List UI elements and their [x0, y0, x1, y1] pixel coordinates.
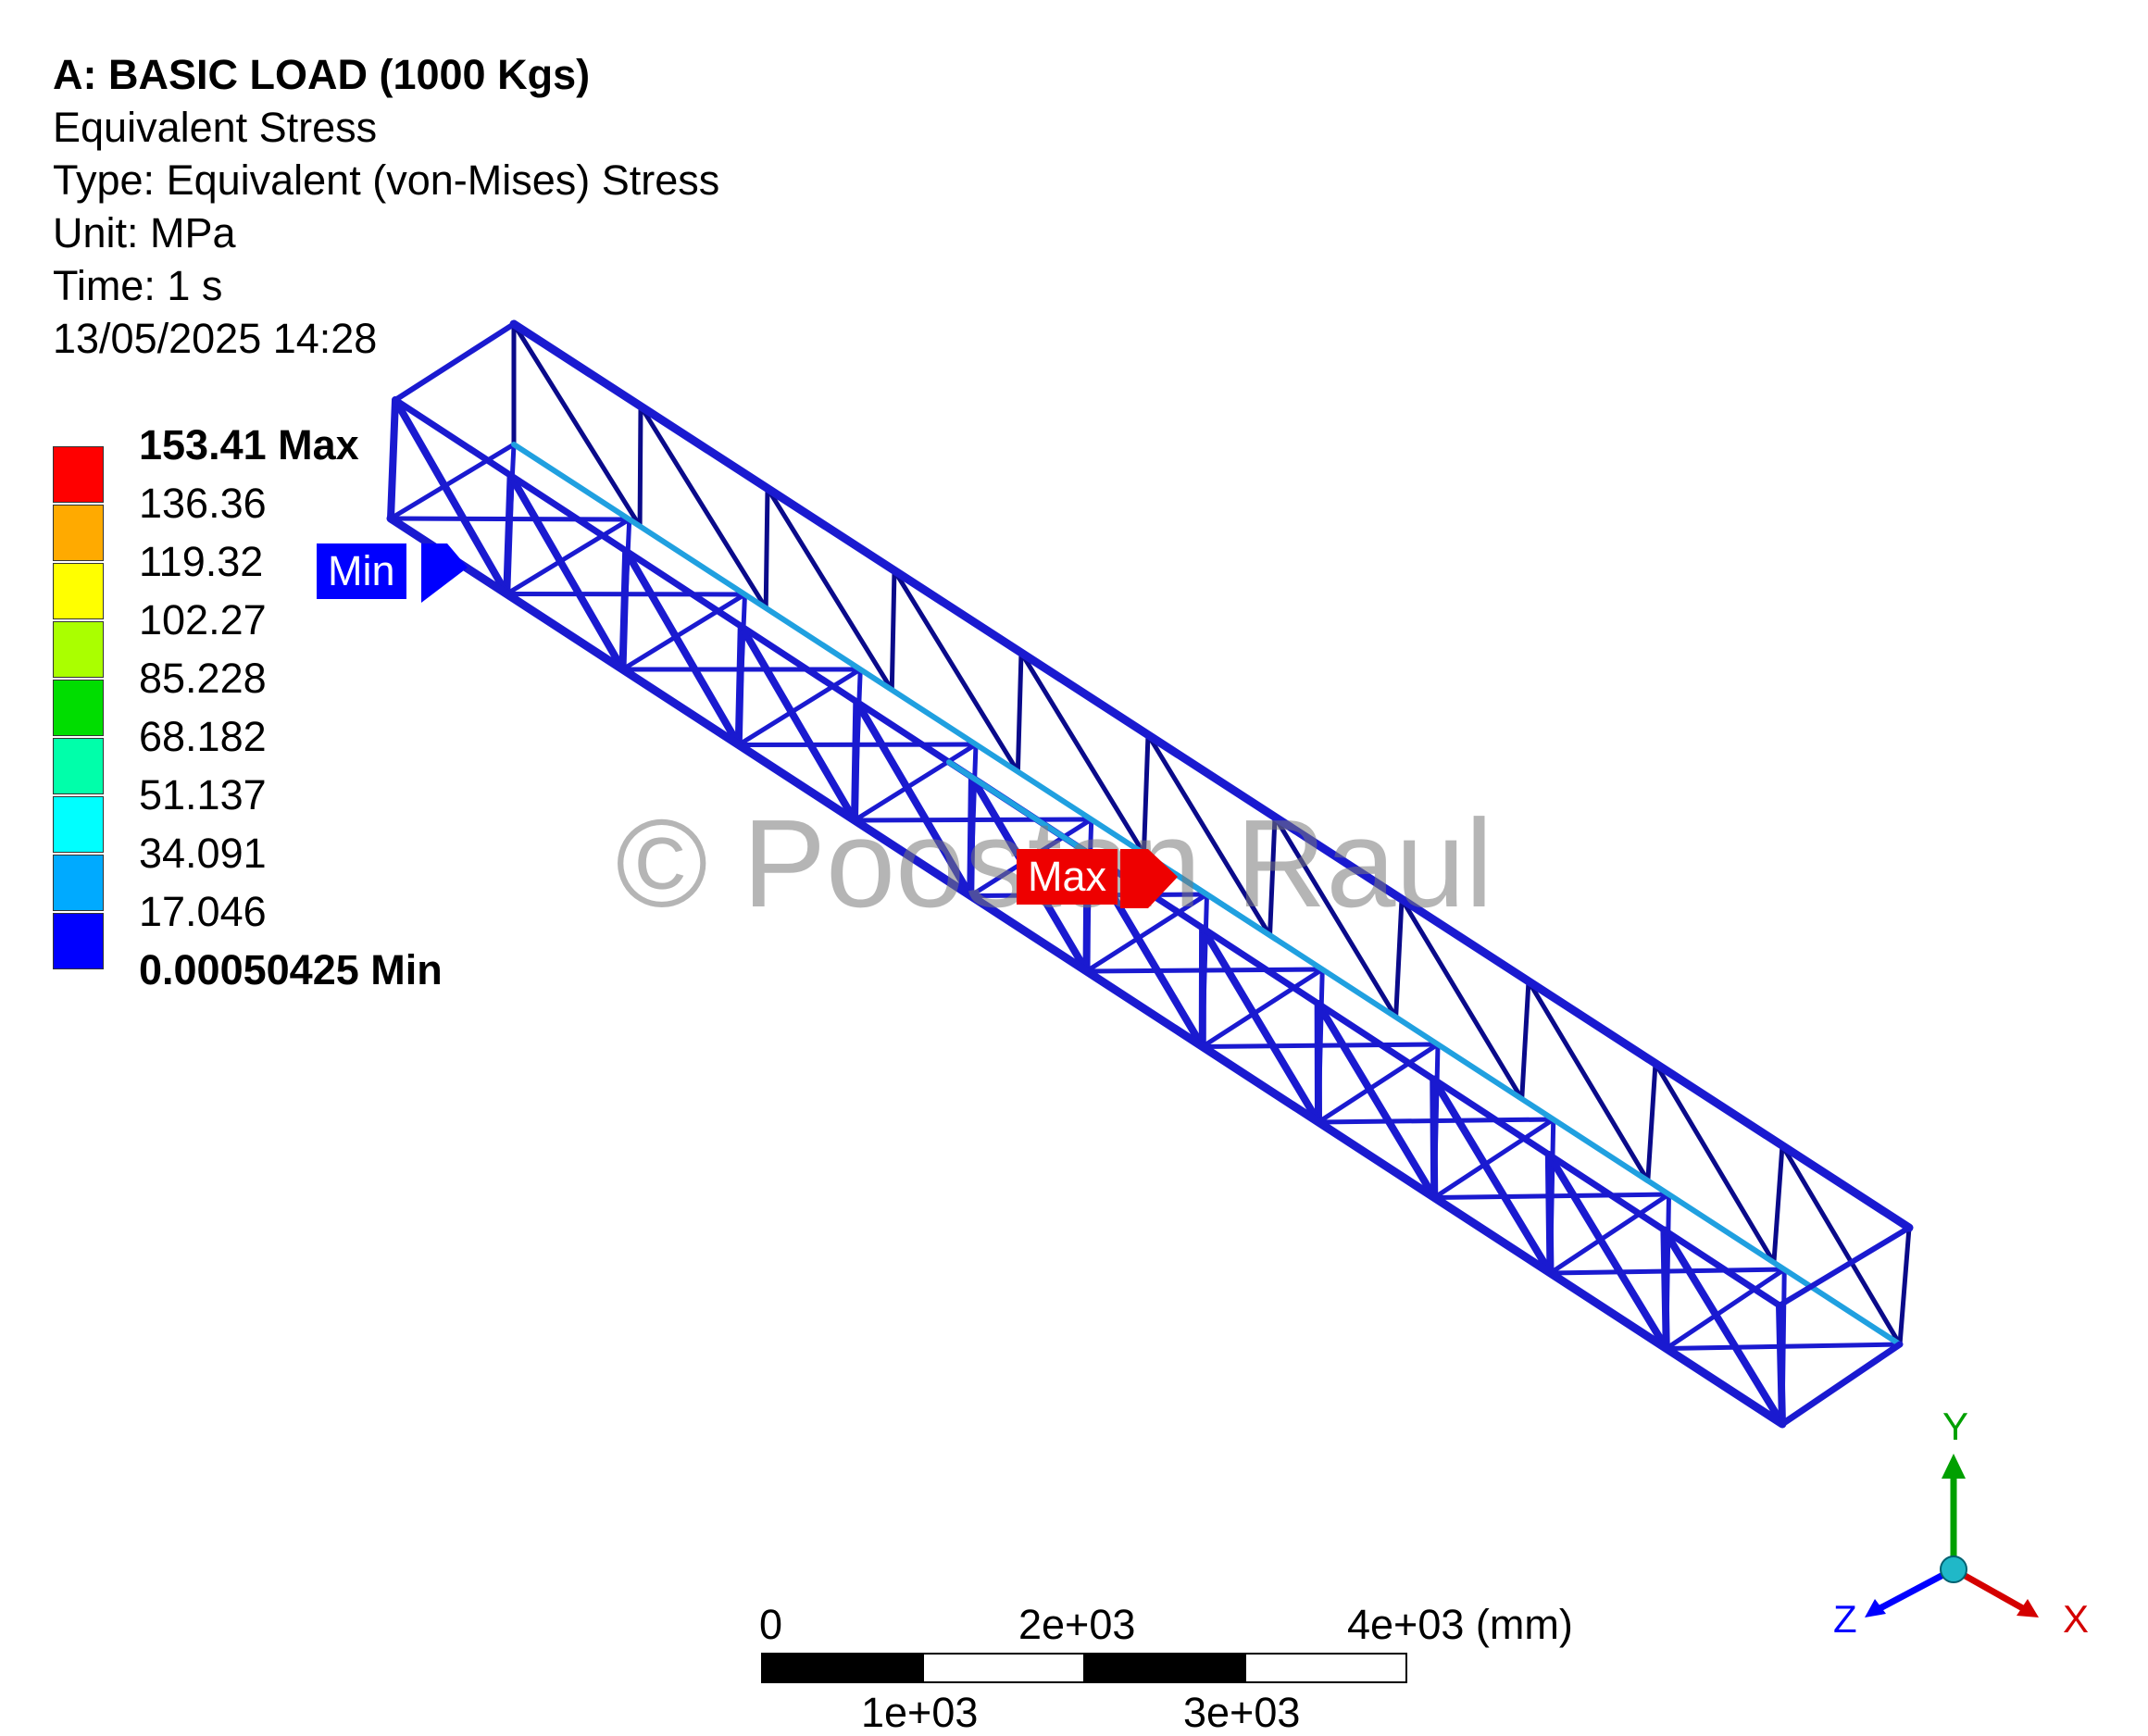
min-marker-pointer — [421, 543, 477, 603]
back-wall-diagonal — [514, 324, 640, 526]
back-wall-post — [766, 488, 768, 607]
triad-origin — [1941, 1556, 1967, 1582]
coordinate-triad[interactable]: Y X Z — [1833, 1403, 2111, 1671]
back-wall-post — [1648, 1064, 1655, 1181]
back-wall-post — [1900, 1228, 1909, 1344]
back-wall-post — [892, 570, 894, 690]
front-wall-post — [506, 476, 510, 594]
back-wall-post — [640, 406, 641, 527]
scale-segment — [922, 1653, 1085, 1683]
back-wall-post — [1774, 1145, 1782, 1262]
min-marker[interactable]: Min — [317, 543, 406, 599]
front-wall-post — [391, 400, 395, 518]
floor-crossbeam — [739, 669, 861, 745]
front-wall-post — [1549, 1155, 1551, 1273]
scale-segment — [761, 1653, 924, 1683]
floor-crossbeam — [623, 594, 745, 669]
back-wall-diagonal — [641, 406, 766, 608]
back-wall-post — [1522, 981, 1529, 1099]
back-wall-diagonal — [768, 488, 892, 690]
scale-label: 2e+03 — [1018, 1602, 1135, 1648]
front-wall-post — [1433, 1080, 1434, 1198]
scale-bar: 0 2e+03 4e+03 (mm) 1e+03 3e+03 — [759, 1602, 1602, 1713]
front-wall-post — [739, 627, 742, 745]
front-wall-post — [1664, 1230, 1666, 1349]
y-axis-label: Y — [1942, 1405, 1968, 1448]
max-marker[interactable]: Max — [1017, 849, 1118, 905]
scale-label: 0 — [759, 1602, 782, 1648]
end-frame — [1780, 1228, 1909, 1305]
z-axis-label: Z — [1833, 1597, 1857, 1641]
y-arrow-head — [1942, 1454, 1966, 1479]
floor-crossbeam — [506, 519, 630, 594]
scale-segment — [1083, 1653, 1246, 1683]
front-wall-post — [1780, 1305, 1782, 1424]
front-wall-post — [623, 551, 627, 669]
x-axis-label: X — [2063, 1597, 2089, 1641]
back-wall-post — [1018, 653, 1021, 772]
scale-label: 4e+03 (mm) — [1347, 1602, 1573, 1648]
scale-segment — [1244, 1653, 1407, 1683]
max-marker-pointer — [1120, 849, 1185, 908]
back-top-chord — [514, 324, 1909, 1228]
end-frame — [395, 324, 514, 400]
front-bottom-chord — [391, 518, 1782, 1424]
floor-crossbeam — [391, 444, 514, 518]
